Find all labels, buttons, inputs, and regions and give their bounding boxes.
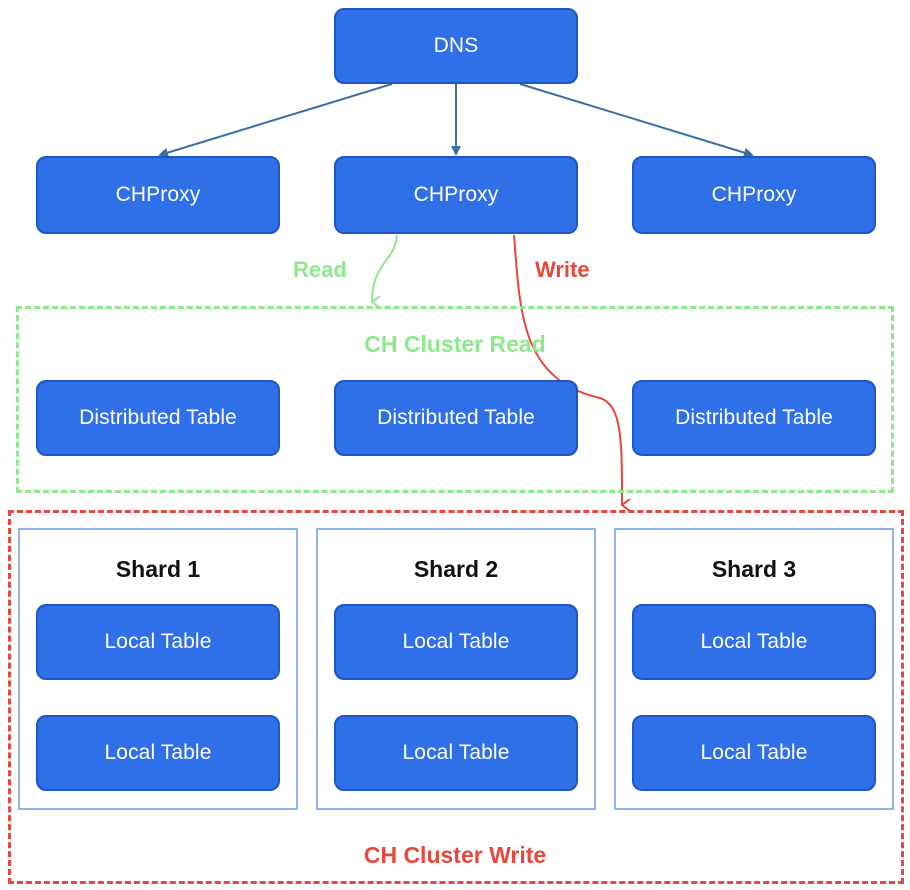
distributed-table-2: Distributed Table xyxy=(334,380,578,456)
read-edge-label: Read xyxy=(293,257,347,282)
local-table-label: Local Table xyxy=(402,741,510,764)
local-table-2-1: Local Table xyxy=(334,604,578,680)
local-table-1-1: Local Table xyxy=(36,604,280,680)
write-edge-label: Write xyxy=(535,257,590,282)
shard-title: Shard 3 xyxy=(711,556,797,582)
distributed-table-3: Distributed Table xyxy=(632,380,876,456)
chproxy-node-3: CHProxy xyxy=(632,156,876,234)
dns-label: DNS xyxy=(433,34,479,57)
dns-node: DNS xyxy=(334,8,578,84)
chproxy-label: CHProxy xyxy=(413,183,499,206)
local-table-label: Local Table xyxy=(700,741,808,764)
ch-cluster-write-title: CH Cluster Write xyxy=(363,842,547,868)
chproxy-node-2: CHProxy xyxy=(334,156,578,234)
chproxy-label: CHProxy xyxy=(115,183,201,206)
distributed-table-1: Distributed Table xyxy=(36,380,280,456)
distributed-table-label: Distributed Table xyxy=(675,406,833,429)
local-table-3-2: Local Table xyxy=(632,715,876,791)
local-table-label: Local Table xyxy=(104,630,212,653)
shard-title: Shard 2 xyxy=(413,556,499,582)
ch-cluster-write xyxy=(8,510,904,884)
local-table-label: Local Table xyxy=(104,741,212,764)
chproxy-node-1: CHProxy xyxy=(36,156,280,234)
ch-cluster-read-title: CH Cluster Read xyxy=(364,331,546,357)
edge-dns-to-proxy-3 xyxy=(519,83,754,158)
ch-cluster-read xyxy=(16,306,894,493)
distributed-table-label: Distributed Table xyxy=(377,406,535,429)
edge-dns-to-proxy-1 xyxy=(158,83,393,158)
local-table-label: Local Table xyxy=(700,630,808,653)
edge-read xyxy=(372,234,398,302)
local-table-1-2: Local Table xyxy=(36,715,280,791)
local-table-2-2: Local Table xyxy=(334,715,578,791)
chproxy-label: CHProxy xyxy=(711,183,797,206)
distributed-table-label: Distributed Table xyxy=(79,406,237,429)
shard-title: Shard 1 xyxy=(115,556,201,582)
local-table-3-1: Local Table xyxy=(632,604,876,680)
local-table-label: Local Table xyxy=(402,630,510,653)
edge-write xyxy=(513,234,622,505)
